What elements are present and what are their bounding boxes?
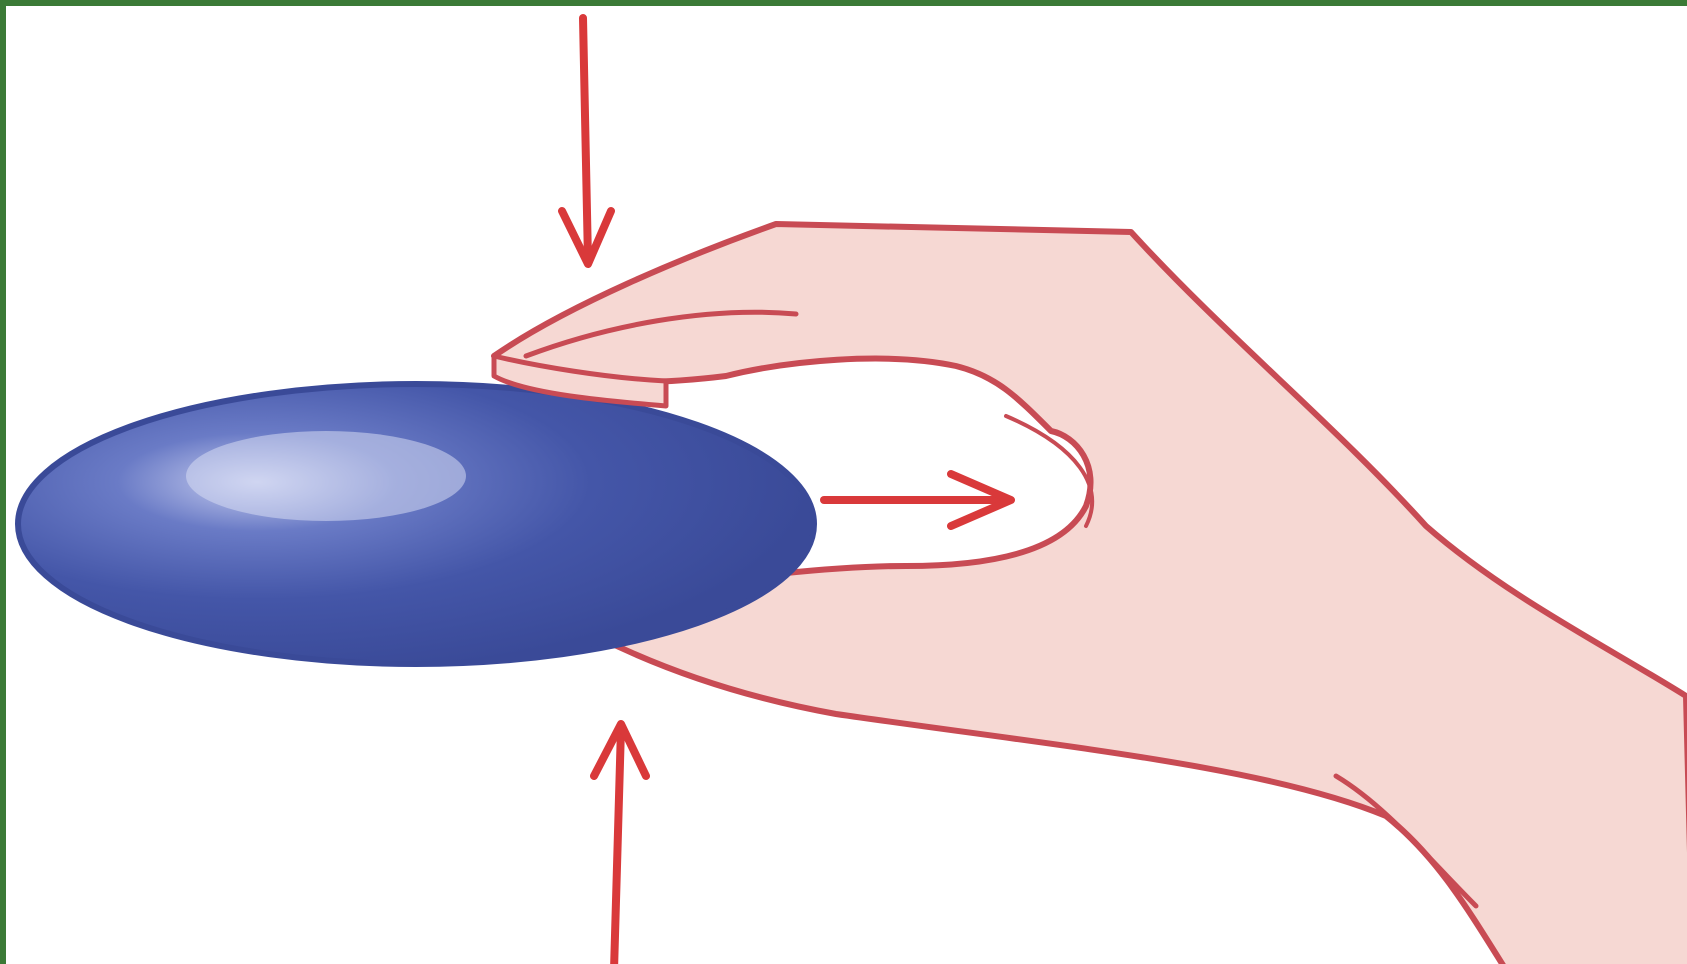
pinch-grip-illustration bbox=[6, 6, 1687, 964]
arrow-down-icon bbox=[562, 18, 611, 264]
arrow-up-icon bbox=[594, 724, 646, 964]
arrow-right-icon bbox=[824, 474, 1011, 526]
oval-pebble-icon bbox=[18, 384, 814, 664]
